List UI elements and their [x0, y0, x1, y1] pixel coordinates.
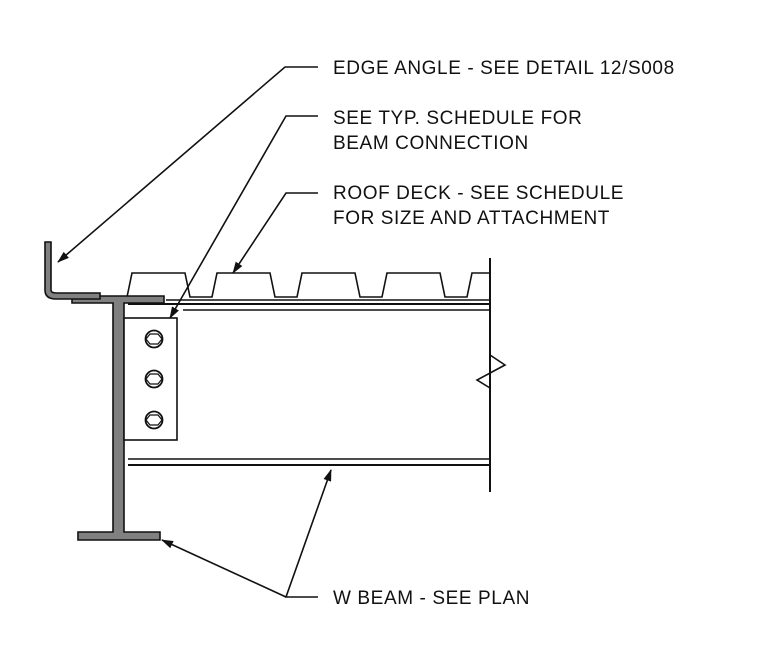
roof-deck — [120, 272, 490, 301]
break-line — [475, 354, 507, 389]
bolt-icon — [144, 369, 164, 389]
callout-beam-connection-line2: BEAM CONNECTION — [333, 133, 529, 154]
callout-beam-connection-line1: SEE TYP. SCHEDULE FOR — [333, 108, 582, 129]
w-beam-elevation — [128, 258, 507, 492]
leader-roof-deck — [232, 192, 318, 274]
edge-angle — [44, 241, 101, 300]
leader-beam-connection — [169, 115, 318, 319]
girder-section — [71, 295, 165, 541]
callout-edge-angle: EDGE ANGLE - SEE DETAIL 12/S008 — [333, 58, 675, 79]
leader-edge-angle — [57, 66, 318, 263]
shear-tab-connection — [123, 317, 178, 441]
callout-roof-deck-line1: ROOF DECK - SEE SCHEDULE — [333, 183, 624, 204]
bolt-icon — [144, 329, 164, 349]
leader-w-beam-to-beam — [284, 469, 332, 598]
callout-roof-deck-line2: FOR SIZE AND ATTACHMENT — [333, 208, 610, 229]
leader-w-beam-to-girder — [161, 539, 287, 598]
bolt-icon — [144, 410, 164, 430]
callout-w-beam: W BEAM - SEE PLAN — [333, 588, 530, 609]
